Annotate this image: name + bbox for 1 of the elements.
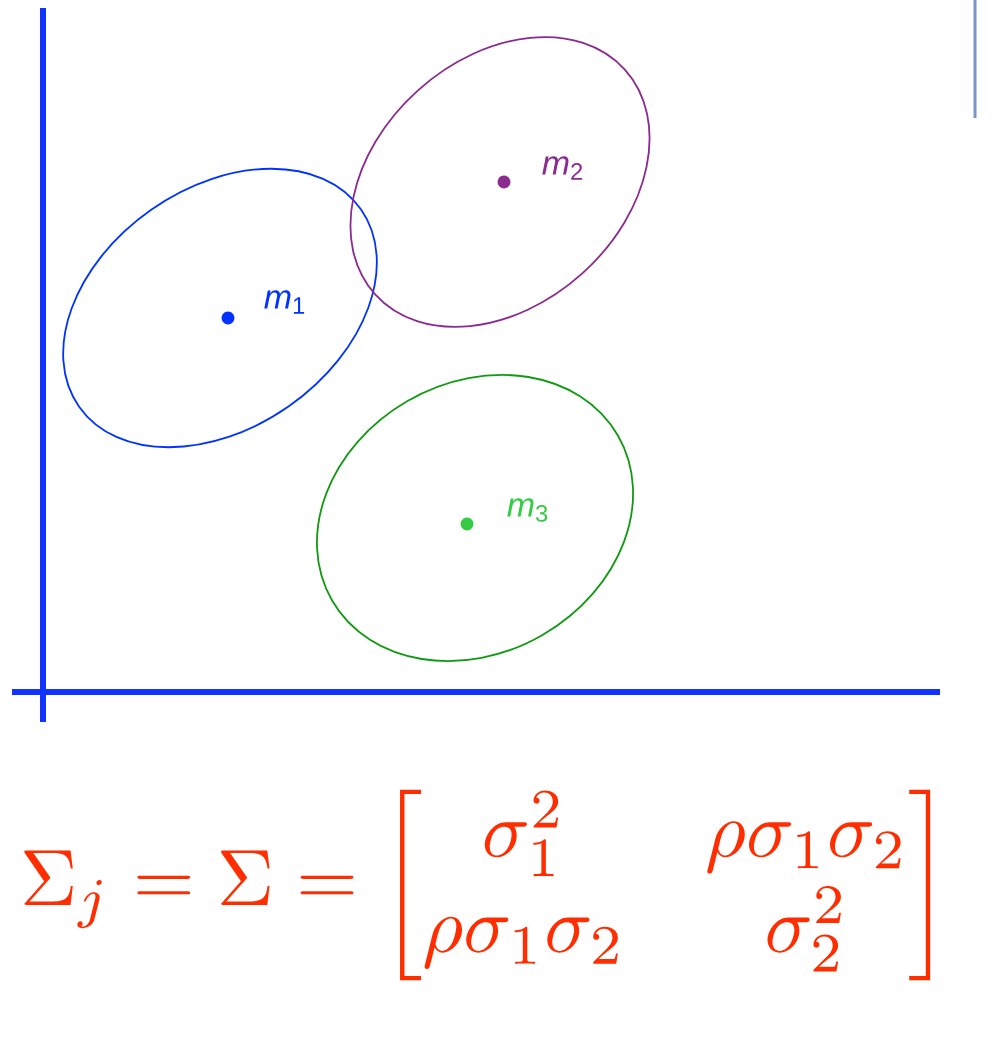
covariance-formula: $\Sigma_j = \Sigma = \begin{bmatrix} \sigma_1^2 & \rho\sigma_1\sigma_2 \\ \rho\sigma_1\sigma_2 & \sigma_2^2 \end{bmatrix}$ <box>24 789 931 981</box>
